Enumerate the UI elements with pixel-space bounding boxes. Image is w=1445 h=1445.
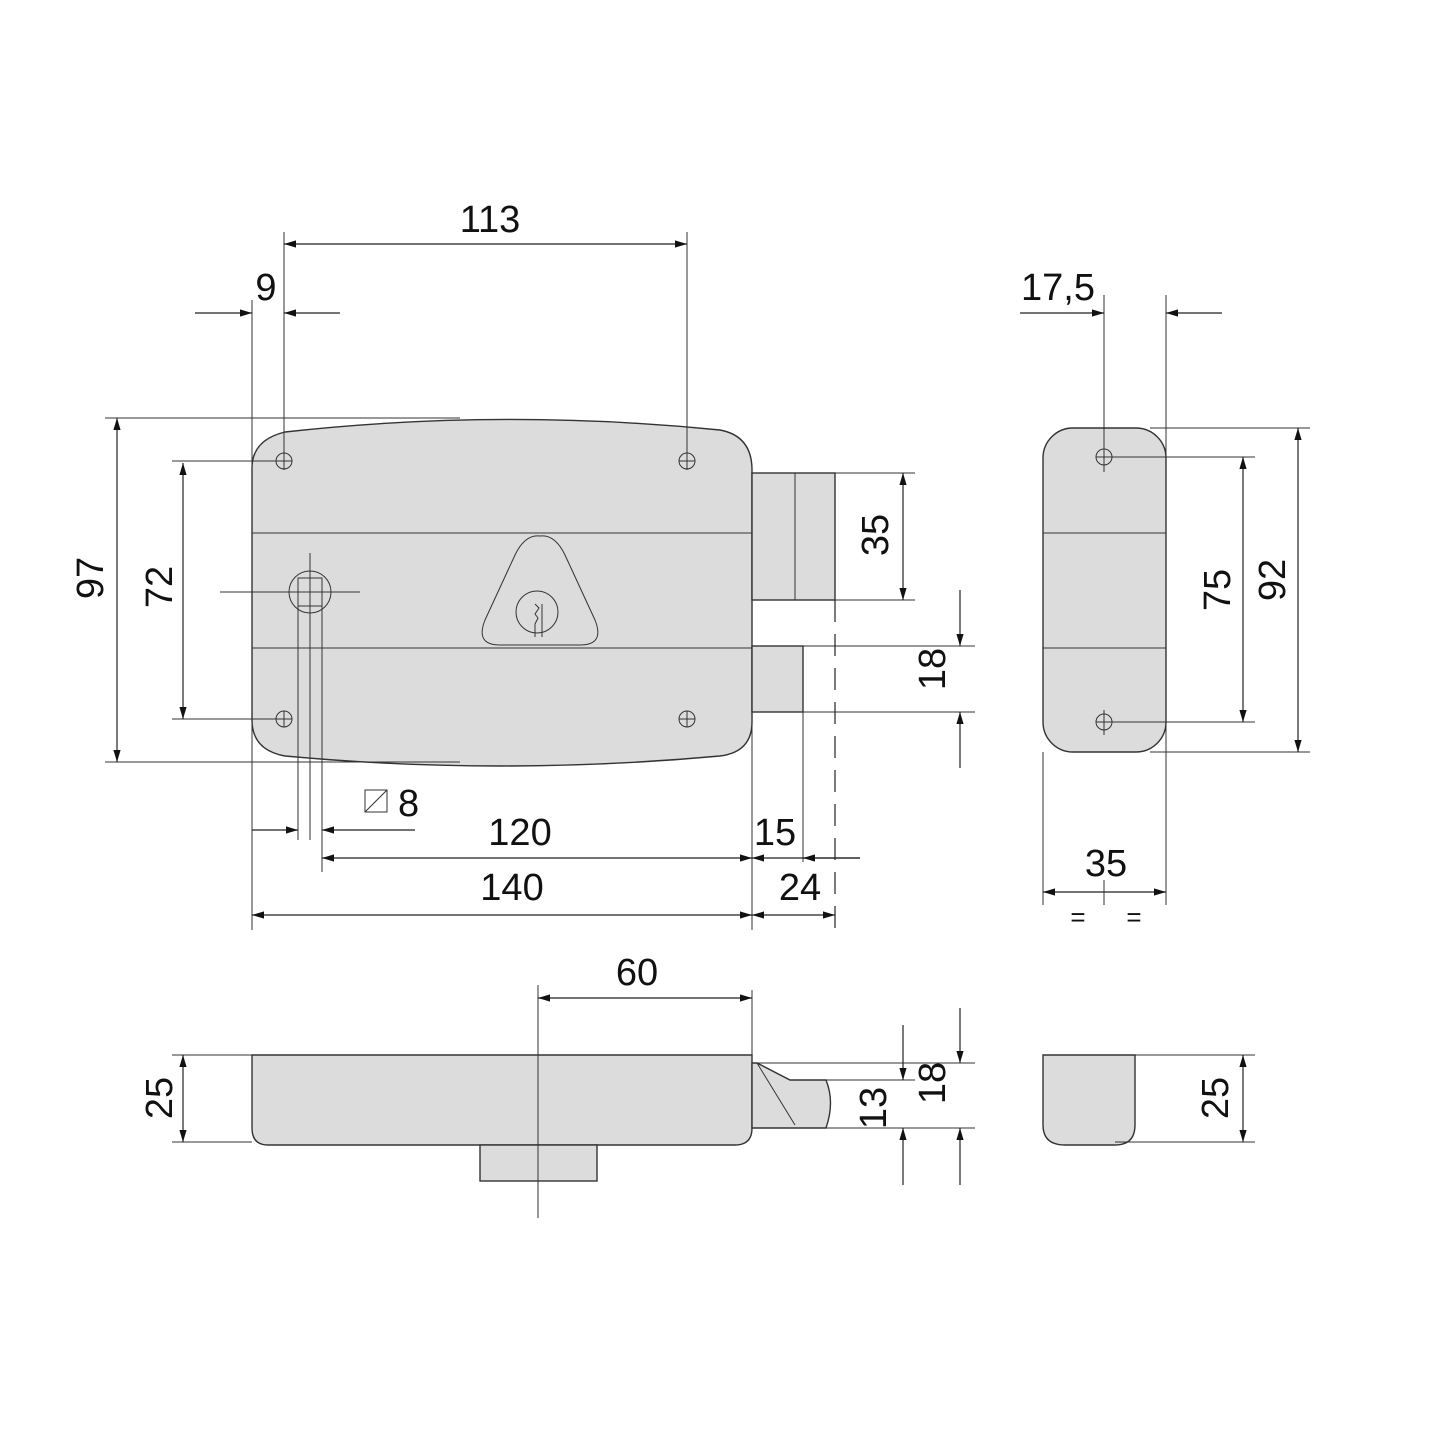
bottom-side-body <box>1042 1054 1136 1146</box>
mounting-hole-icon <box>172 232 293 470</box>
dim-label-92: 92 <box>1252 559 1294 601</box>
deadbolt <box>751 472 836 601</box>
dim-label-25: 25 <box>139 1077 181 1119</box>
mounting-hole-icon <box>1095 295 1255 472</box>
dim-label-13: 13 <box>853 1087 895 1129</box>
dim-label-9: 9 <box>255 267 276 309</box>
lock-body <box>251 418 753 767</box>
bottom-body <box>251 1054 753 1146</box>
keyhole-escutcheon-icon <box>481 535 599 646</box>
dim-label-97: 97 <box>70 557 112 599</box>
mounting-hole-icon <box>1095 710 1255 735</box>
bottom-view: 60 25 13 18 25 <box>139 952 1255 1218</box>
dim-label-113: 113 <box>460 199 521 241</box>
dim-label-35: 35 <box>855 514 897 556</box>
square-section-icon <box>364 789 388 813</box>
dim-label-15: 15 <box>754 812 796 854</box>
dim-label-140: 140 <box>480 867 543 909</box>
equal-mark: = <box>1126 902 1141 932</box>
dim-label-square-8: 8 <box>398 783 419 825</box>
dim-label-75: 75 <box>1197 569 1239 611</box>
dim-label-18: 18 <box>912 648 954 690</box>
mounting-hole-icon <box>678 232 696 470</box>
mounting-hole-icon <box>172 710 293 728</box>
latch-bolt <box>751 645 804 713</box>
dim-label-72: 72 <box>139 566 181 608</box>
mounting-hole-icon <box>678 710 696 728</box>
dim-label-25-side: 25 <box>1195 1077 1237 1119</box>
side-view: 17,5 75 92 35 = = <box>1020 267 1310 932</box>
dim-label-35-side: 35 <box>1085 843 1127 885</box>
dim-label-17-5: 17,5 <box>1021 267 1095 309</box>
equal-mark: = <box>1070 902 1085 932</box>
latch-bevel <box>756 1062 796 1126</box>
dim-label-60: 60 <box>616 952 658 994</box>
dim-label-18-bottom: 18 <box>912 1062 954 1104</box>
side-body <box>1042 427 1167 753</box>
front-view: 113 9 97 72 35 18 8 120 15 140 24 <box>70 199 975 930</box>
dim-label-120: 120 <box>488 812 551 854</box>
dim-label-24: 24 <box>779 867 821 909</box>
